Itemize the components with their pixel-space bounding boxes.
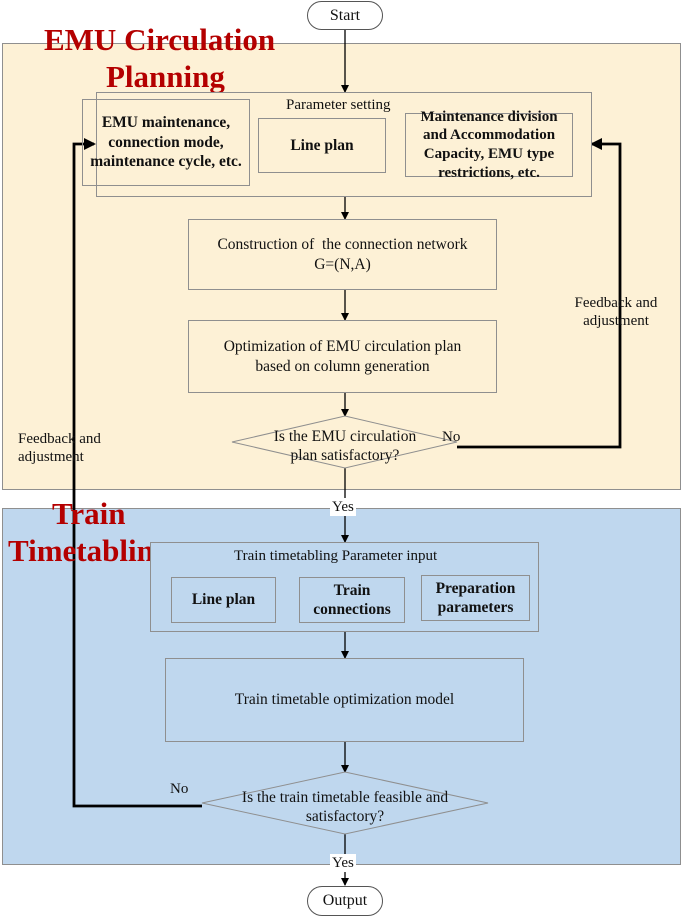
output-label: Output — [322, 892, 368, 909]
emu-optimization-text: Optimization of EMU circulation plan bas… — [223, 338, 462, 375]
timetable-parameter-label: Train timetabling Parameter input — [234, 548, 438, 564]
maintenance-division-text: Maintenance division and Accommodation C… — [420, 108, 558, 181]
emu-no-label: No — [442, 429, 461, 445]
timetable-decision-diamond — [201, 771, 489, 835]
emu-decision-diamond — [231, 415, 458, 469]
maintenance-division-box: Maintenance division and Accommodation C… — [405, 109, 573, 181]
emu-region-title-line1: EMU Circulation — [44, 22, 276, 57]
timetable-no-label: No — [170, 781, 189, 797]
emu-decision-text: Is the EMU circulation plan satisfactory… — [273, 428, 417, 465]
output-terminal: Output — [307, 886, 383, 916]
parameter-setting-label: Parameter setting — [286, 97, 391, 113]
emu-line-plan-text: Line plan — [290, 136, 354, 154]
timetable-model-text: Train timetable optimization model — [234, 691, 455, 709]
timetable-line-plan-box: Line plan — [171, 577, 276, 623]
feedback-loop-left — [72, 138, 202, 808]
connection-network-formula: G=(N,A) — [314, 255, 371, 273]
preparation-parameters-text: Preparation parameters — [435, 579, 516, 616]
maintenance-mode-text: EMU maintenance, connection mode, mainte… — [90, 114, 242, 171]
timetable-model-box: Train timetable optimization model — [165, 658, 524, 742]
start-label: Start — [329, 6, 361, 24]
train-connections-box: Train connections — [299, 577, 405, 623]
feedback-loop-right — [457, 138, 622, 449]
train-connections-text: Train connections — [313, 581, 391, 618]
timetable-decision-text: Is the train timetable feasible and sati… — [241, 789, 449, 826]
emu-region-title-line2: Planning — [106, 59, 225, 94]
feedback-left-label: Feedback and adjustment — [18, 431, 101, 465]
preparation-parameters-box: Preparation parameters — [421, 575, 530, 621]
connection-network-text: Construction of the connection network — [217, 236, 468, 254]
timetabling-region-title-line2: Timetabling — [8, 533, 170, 568]
timetable-yes-label: Yes — [330, 854, 356, 872]
maintenance-mode-box: EMU maintenance, connection mode, mainte… — [82, 99, 250, 186]
emu-line-plan-box: Line plan — [258, 118, 386, 173]
timetable-line-plan-text: Line plan — [191, 591, 256, 609]
connection-network-box: Construction of the connection network G… — [188, 219, 497, 290]
feedback-right-label: Feedback and adjustment — [574, 295, 658, 329]
start-terminal: Start — [307, 1, 383, 30]
timetabling-region-title-line1: Train — [52, 496, 126, 531]
emu-yes-label: Yes — [330, 498, 356, 516]
emu-optimization-box: Optimization of EMU circulation plan bas… — [188, 320, 497, 393]
